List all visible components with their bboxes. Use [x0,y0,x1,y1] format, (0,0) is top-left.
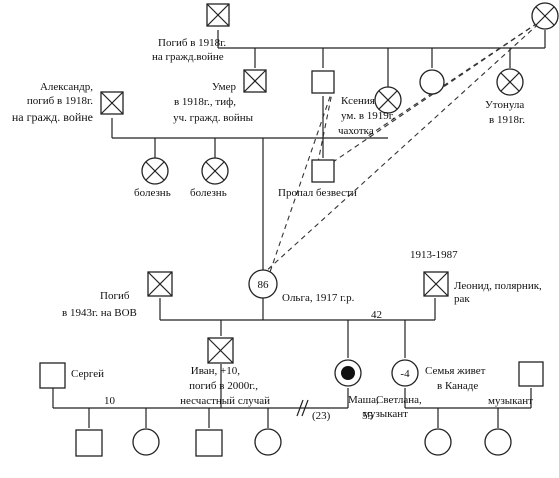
label-musician: музыкант [488,395,533,407]
grandfather-male [311,70,335,94]
label-umer-2: в 1918г., тиф, [174,96,236,108]
umer-deceased-male [243,69,267,93]
label-missing: Пропал безвести [278,187,357,199]
child-deceased-female-2 [201,157,229,185]
label-ksenia-1: Ксения [341,95,375,107]
svetlana-female: -4 [391,359,419,387]
grandchild-male-2 [195,429,223,457]
alexander-deceased-male [100,91,124,115]
ksenia-deceased-female [374,86,402,114]
label-umer-3: уч. гражд. войны [173,112,254,124]
label-leonid-2: рак [454,293,470,305]
label-canada-2: в Канаде [437,380,478,392]
label-divorce-years: (23) [312,410,331,422]
label-svetlana-2: музыкант [363,408,408,420]
olga-female: 86 [248,269,278,299]
label-ksenia-2: ум. в 1919г. [341,110,395,122]
grandchild-female-2 [254,428,282,456]
missing-male [311,159,335,183]
labels: Погиб в 1918г. на гражд.войне Александр,… [12,37,542,422]
label-ksenia-3: чахотка [338,125,374,137]
ivan-deceased-male [207,337,234,364]
grandchild-female-3 [424,428,452,456]
grandchild-female-1 [132,428,160,456]
grandchild-female-4 [484,428,512,456]
husband-deceased-male [147,271,173,297]
label-alexander-3: на гражд. войне [12,110,93,124]
label-bolezn-2: болезнь [190,187,227,199]
olga-age: 86 [258,279,270,291]
label-leonid-years: 1913-1987 [410,249,458,261]
sergey-male [39,362,66,389]
great-grandmother-deceased-female [531,2,559,30]
label-utonula-2: в 1918г. [489,114,525,126]
label-umer-1: Умер [212,81,237,93]
leonid-deceased-male [423,271,449,297]
label-canada-1: Семья живет [425,365,486,377]
label-marriage-years: 42 [371,309,382,321]
label-svetlana-1: Светлана, [376,394,422,406]
label-grandfather-2: на гражд.войне [152,51,224,63]
child-deceased-female-1 [141,157,169,185]
connector-lines [52,30,546,428]
svetlana-husband-male [518,361,544,387]
label-ivan-2: погиб в 2000г., [189,380,258,392]
label-leonid-1: Леонид, полярник, [454,280,542,292]
label-bolezn-1: болезнь [134,187,171,199]
utonula-deceased-female [496,68,524,96]
label-utonula-1: Утонула [485,99,524,111]
masha-index-female [334,359,362,387]
great-grandfather-deceased-male [206,3,230,27]
label-sergey: Сергей [71,368,104,380]
label-masha-2: 55 [362,410,374,422]
label-grandfather-1: Погиб в 1918г. [158,37,226,49]
grandchild-male-1 [75,429,103,457]
label-husband-2: в 1943г. на ВОВ [62,307,137,319]
label-masha-1: Маша, [348,394,379,406]
svetlana-age: -4 [400,368,410,380]
label-alexander-1: Александр, [40,81,93,93]
label-husband-1: Погиб [100,290,130,302]
sister-female [419,69,445,95]
label-ivan-1: Иван, +10, [191,365,240,377]
dashed-relationship-lines [264,17,546,273]
label-ivan-3: несчастный случай [180,395,270,407]
label-alexander-2: погиб в 1918г. [27,95,93,107]
label-ivan-marriage: 10 [104,395,116,407]
label-olga: Ольга, 1917 г.р. [282,292,355,304]
